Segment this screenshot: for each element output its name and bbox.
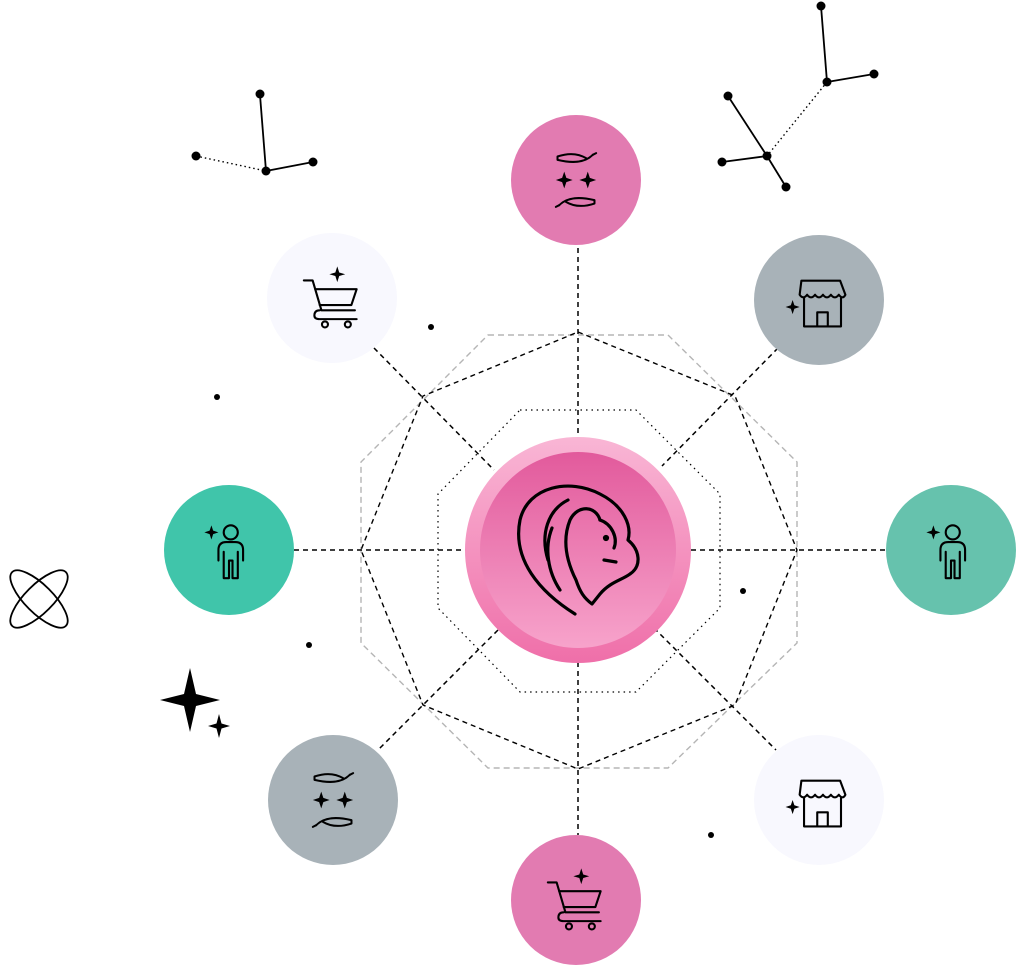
constellation-right-icon: [717, 1, 879, 192]
node-bottom-left[interactable]: [268, 735, 398, 865]
leo-zodiac-icon: [517, 484, 640, 616]
node-left[interactable]: [164, 485, 294, 615]
node-top[interactable]: [511, 115, 641, 245]
spoke-top-left: [373, 347, 495, 471]
sparkle-icon: [160, 668, 230, 738]
spoke-bottom-right: [653, 627, 777, 751]
orbit-icon: [9, 569, 69, 629]
inner-octagon: [437, 409, 721, 693]
spoke-lines: [294, 248, 886, 835]
star-octagon: [360, 331, 798, 770]
satellite-nodes: [164, 115, 1016, 965]
scatter-dots: [214, 324, 746, 838]
node-top-right[interactable]: [754, 235, 884, 365]
node-bottom-right[interactable]: [754, 735, 884, 865]
octagon-frames: [360, 331, 798, 770]
constellation-left-icon: [191, 89, 318, 176]
spoke-bottom-left: [377, 629, 499, 751]
node-bottom[interactable]: [511, 835, 641, 965]
outer-octagon: [360, 334, 798, 769]
center-node[interactable]: [465, 437, 691, 663]
node-top-left[interactable]: [267, 233, 397, 363]
node-right[interactable]: [886, 485, 1016, 615]
spoke-top-right: [661, 347, 779, 467]
